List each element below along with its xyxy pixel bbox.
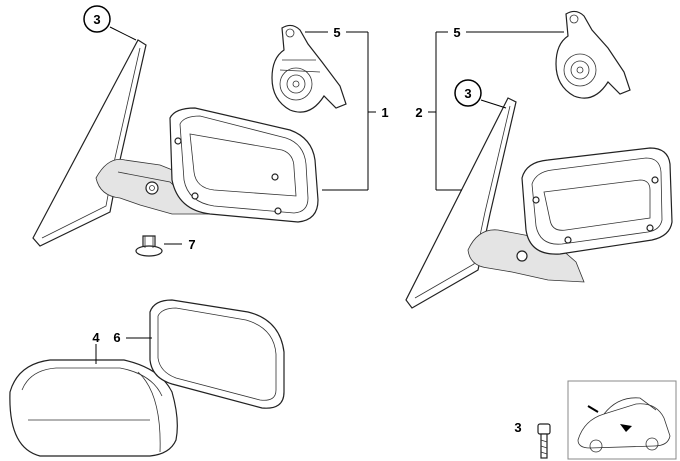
left-mirror-housing — [169, 107, 319, 223]
svg-text:5: 5 — [333, 25, 340, 40]
callout-3-bottom: 3 — [514, 420, 521, 435]
svg-text:3: 3 — [514, 420, 521, 435]
right-mirror-assembly — [405, 97, 673, 309]
right-mirror-glass — [405, 97, 517, 309]
svg-text:3: 3 — [93, 12, 100, 27]
callout-4: 4 — [92, 330, 100, 345]
left-mirror-glass — [32, 39, 147, 247]
screw-7 — [135, 235, 163, 257]
callout-5-right: 5 — [453, 25, 460, 40]
svg-text:3: 3 — [464, 86, 471, 101]
callout-2: 2 — [415, 105, 422, 120]
callout-3-right: 3 — [454, 79, 482, 107]
callout-5-left: 5 — [333, 25, 340, 40]
callout-3-left: 3 — [83, 5, 111, 33]
left-actuator — [271, 24, 347, 113]
car-thumbnail — [567, 380, 677, 460]
mirror-cap-4 — [9, 359, 178, 457]
svg-text:7: 7 — [188, 237, 195, 252]
svg-text:6: 6 — [113, 330, 120, 345]
right-mirror-housing — [521, 147, 673, 255]
left-mirror-assembly — [32, 39, 319, 247]
svg-text:2: 2 — [415, 105, 422, 120]
svg-text:1: 1 — [381, 105, 388, 120]
mirror-glass-6 — [149, 299, 285, 409]
callout-1: 1 — [381, 105, 388, 120]
callout-6: 6 — [113, 330, 120, 345]
callout-7: 7 — [188, 237, 195, 252]
svg-text:4: 4 — [92, 330, 100, 345]
right-actuator — [555, 10, 631, 99]
svg-text:5: 5 — [453, 25, 460, 40]
leader-lines — [95, 26, 564, 364]
bolt-icon — [537, 423, 551, 459]
